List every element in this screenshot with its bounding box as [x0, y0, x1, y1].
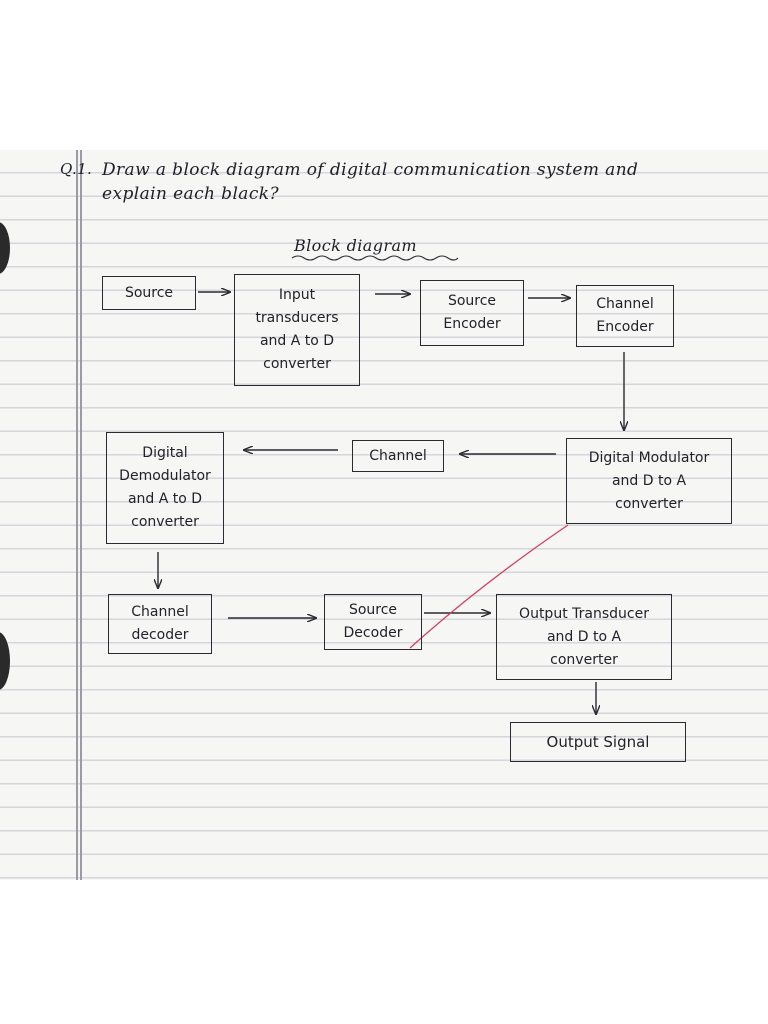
question-number: Q.1. [60, 160, 93, 178]
block-label: converter [615, 495, 683, 512]
block-label: Source [447, 293, 497, 309]
channel-decoder-block: Channel decoder [108, 594, 212, 654]
block-label: Input [278, 287, 316, 303]
red-pen-stroke [409, 524, 569, 649]
top-background [0, 0, 768, 150]
block-label: and A to D [259, 333, 335, 349]
block-label: Demodulator [119, 468, 211, 484]
output-transducer-block: Output Transducer and D to A converter [496, 594, 672, 680]
digital-modulator-block: Digital Modulator and D to A converter [566, 438, 732, 524]
block-label: transducers [255, 310, 339, 326]
input-transducers-block: Input transducers and A to D converter [234, 274, 360, 386]
block-label: Channel [596, 296, 654, 312]
channel-block: Channel [352, 440, 444, 472]
binder-hole [0, 632, 10, 690]
block-label: and A to D [127, 491, 203, 507]
heading-underline [291, 255, 459, 261]
question-line-1: Draw a block diagram of digital communic… [102, 160, 639, 180]
block-label: Digital [142, 445, 188, 461]
bottom-background [0, 880, 768, 1024]
block-label: converter [131, 514, 199, 530]
block-label: decoder [131, 627, 189, 643]
block-label: Source [124, 284, 174, 301]
diagram-heading: Block diagram [294, 236, 417, 255]
block-label: converter [263, 356, 331, 372]
question-line-2: explain each black? [102, 184, 279, 204]
block-label: Output Transducer [519, 605, 649, 622]
block-label: Digital Modulator [588, 449, 710, 466]
source-decoder-block: Source Decoder [324, 594, 422, 650]
output-signal-block: Output Signal [510, 722, 686, 762]
block-label: and D to A [611, 472, 687, 489]
block-label: and D to A [546, 628, 622, 645]
block-label: Channel [369, 447, 427, 464]
digital-demodulator-block: Digital Demodulator and A to D converter [106, 432, 224, 544]
block-label: Decoder [343, 625, 403, 641]
block-label: Encoder [443, 316, 501, 332]
binder-hole [0, 222, 10, 274]
block-label: converter [550, 651, 618, 668]
margin-line [76, 150, 78, 880]
source-block: Source [102, 276, 196, 310]
block-label: Channel [131, 604, 189, 620]
source-encoder-block: Source Encoder [420, 280, 524, 346]
block-label: Output Signal [546, 732, 650, 751]
block-label: Source [348, 602, 398, 618]
margin-line [80, 150, 82, 880]
block-label: Encoder [596, 319, 654, 335]
channel-encoder-block: Channel Encoder [576, 285, 674, 347]
ruled-paper [0, 150, 768, 880]
